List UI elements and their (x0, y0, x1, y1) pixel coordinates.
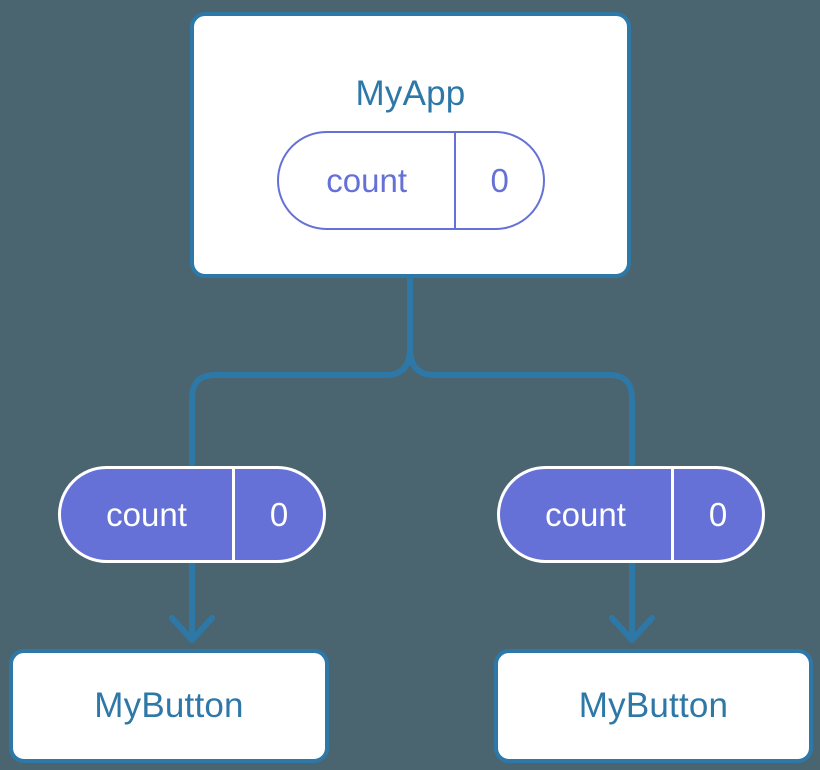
component-box-mybutton-1[interactable]: MyButton (9, 649, 329, 763)
state-key: count (326, 161, 408, 199)
branch-line-left (189, 347, 413, 466)
state-pill-child-2[interactable]: count 0 (497, 466, 765, 563)
state-value: 0 (454, 133, 543, 228)
arrow-head-left (169, 615, 215, 643)
component-box-mybutton-2[interactable]: MyButton (494, 649, 813, 763)
component-label-myapp: MyApp (355, 74, 466, 113)
branch-line-right (407, 347, 635, 466)
component-label-mybutton-2: MyButton (578, 686, 729, 725)
state-value: 0 (232, 469, 323, 560)
state-key: count (106, 495, 187, 533)
component-label-mybutton-1: MyButton (94, 686, 244, 725)
arrow-head-right (609, 615, 655, 643)
state-pill-child-1[interactable]: count 0 (58, 466, 326, 563)
state-key: count (545, 495, 626, 533)
state-value: 0 (671, 469, 762, 560)
state-pill-root[interactable]: count 0 (277, 131, 545, 230)
